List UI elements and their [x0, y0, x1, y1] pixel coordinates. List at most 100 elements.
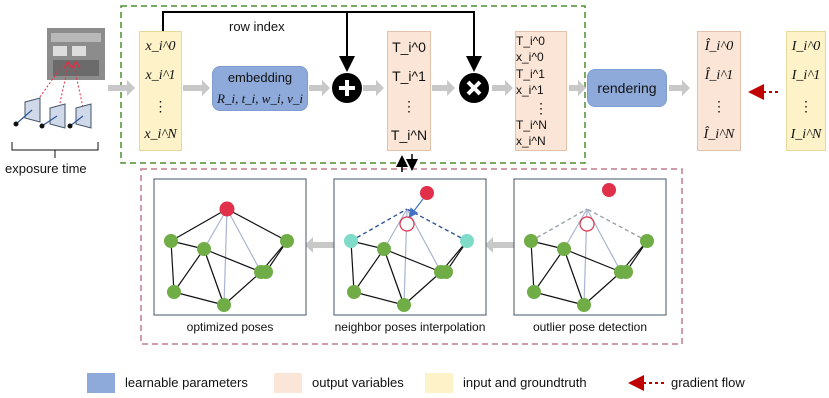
- graph-node: [619, 265, 633, 279]
- graph-edge: [533, 291, 585, 306]
- graph-edge: [403, 271, 442, 306]
- graph-edge: [226, 208, 288, 242]
- graph-edge: [383, 248, 405, 306]
- caption-optimized-poses: optimized poses: [186, 320, 274, 334]
- graph-node-outlier: [420, 186, 434, 200]
- rendered-1: Î_i^1: [704, 68, 734, 84]
- graph-edge: [563, 248, 585, 306]
- rendered-N: Î_i^N: [703, 127, 735, 143]
- product-column: T_i^0 x_i^0 T_i^1 x_i^1 ⋮ T_i^N x_i^N: [515, 31, 567, 151]
- rendered-0: Î_i^0: [704, 38, 734, 54]
- graph-edge: [203, 248, 225, 306]
- graph-node-outlier: [219, 201, 235, 217]
- legend-label-gradient: gradient flow: [671, 375, 745, 390]
- graph-node-neighbor: [460, 234, 474, 248]
- legend-label-learnable: learnable parameters: [125, 375, 248, 390]
- embedding-title: embedding: [227, 70, 293, 85]
- legend-swatch-input: [425, 373, 453, 393]
- graph-node: [397, 298, 411, 312]
- pose-T1: T_i^1: [392, 68, 426, 85]
- rendered-ellipsis: ⋮: [712, 97, 726, 114]
- pose-exchange-arrows: [396, 154, 418, 172]
- legend-label-output: output variables: [312, 375, 404, 390]
- graph-edge: [530, 240, 535, 293]
- graph-node-outlier: [602, 183, 616, 197]
- legend-swatch-learnable: [87, 373, 115, 393]
- input-x1: x_i^1: [145, 68, 176, 84]
- graph-edge: [353, 248, 385, 293]
- gt-ellipsis: ⋮: [799, 97, 813, 114]
- graph-edge: [563, 248, 622, 273]
- product-ellipsis: ⋮: [534, 99, 548, 116]
- plus-operator: [332, 73, 362, 103]
- product-N: T_i^N x_i^N: [516, 118, 547, 149]
- interp-arrow: [408, 198, 424, 218]
- graph-edge-dashed: [350, 208, 408, 242]
- graph-node-slot: [399, 216, 415, 232]
- graph-edge: [223, 271, 262, 306]
- groundtruth-column: I_i^0 I_i^1 ⋮ I_i^N: [786, 31, 826, 151]
- graph-node-slot: [579, 216, 595, 232]
- camera-rays: [31, 65, 85, 113]
- rendered-column: Î_i^0 Î_i^1 ⋮ Î_i^N: [697, 31, 741, 151]
- pose-ellipsis: ⋮: [402, 97, 416, 114]
- product-1: T_i^1 x_i^1: [516, 67, 545, 98]
- graph-node: [197, 242, 211, 256]
- graph-edge-faint: [563, 208, 588, 250]
- flow-arrows: [108, 80, 690, 253]
- embedding-params: R_i, t_i, w_i, v_i: [217, 91, 303, 106]
- graph-edge-dashed: [586, 208, 648, 242]
- graph-edge: [583, 271, 622, 306]
- graph-edge: [173, 248, 205, 293]
- rendering-label: rendering: [597, 80, 657, 96]
- graph-node: [557, 242, 571, 256]
- pose-T0: T_i^0: [392, 38, 426, 55]
- multiply-operator: [459, 73, 489, 103]
- graph-edge-faint: [223, 208, 228, 306]
- exposure-time-bracket: [11, 142, 99, 158]
- graph-node: [217, 298, 231, 312]
- embedding-block: embedding R_i, t_i, w_i, v_i: [212, 66, 308, 111]
- graph-node: [527, 285, 541, 299]
- graph-edge: [170, 208, 228, 242]
- pose-TN: T_i^N: [390, 127, 428, 144]
- main-pipeline-frame: [120, 5, 586, 164]
- product-0: T_i^0 x_i^0: [516, 33, 545, 64]
- input-x0: x_i^0: [145, 38, 176, 54]
- gt-1: I_i^1: [791, 68, 821, 84]
- pose-column: T_i^0 T_i^1 ⋮ T_i^N: [387, 31, 431, 151]
- graph-node: [439, 265, 453, 279]
- graph-node-neighbor: [164, 234, 178, 248]
- input-ellipsis: ⋮: [153, 97, 168, 114]
- camera-frustums: [13, 97, 92, 129]
- graph-node-neighbor: [344, 234, 358, 248]
- graph-edge: [173, 291, 225, 306]
- graph-edge-faint: [383, 208, 408, 250]
- graph-node-neighbor: [524, 234, 538, 248]
- legend-label-input: input and groundtruth: [463, 375, 587, 390]
- graph-edge: [350, 240, 355, 293]
- legend-swatch-output: [274, 373, 302, 393]
- gt-0: I_i^0: [791, 38, 821, 54]
- row-index-lines: [162, 11, 482, 72]
- caption-neighbor-interpolation: neighbor poses interpolation: [334, 320, 486, 334]
- input-xN: x_i^N: [144, 127, 177, 143]
- graph-edge-dashed: [530, 208, 588, 242]
- exposure-time-label: exposure time: [5, 161, 87, 176]
- caption-outlier-detection: outlier pose detection: [532, 320, 648, 334]
- graph-edge: [383, 248, 442, 273]
- rendering-block: rendering: [587, 69, 667, 107]
- pose-graphs: [164, 183, 654, 312]
- graph-edge: [203, 248, 262, 273]
- scene-thumbnail: [47, 28, 105, 80]
- row-index-label: row index: [229, 19, 285, 34]
- graph-node: [377, 242, 391, 256]
- graph-edge: [353, 291, 405, 306]
- gt-N: I_i^N: [790, 127, 822, 143]
- graph-edge: [533, 248, 565, 293]
- graph-node: [347, 285, 361, 299]
- graph-node: [259, 265, 273, 279]
- graph-node-neighbor: [280, 234, 294, 248]
- graph-node-neighbor: [640, 234, 654, 248]
